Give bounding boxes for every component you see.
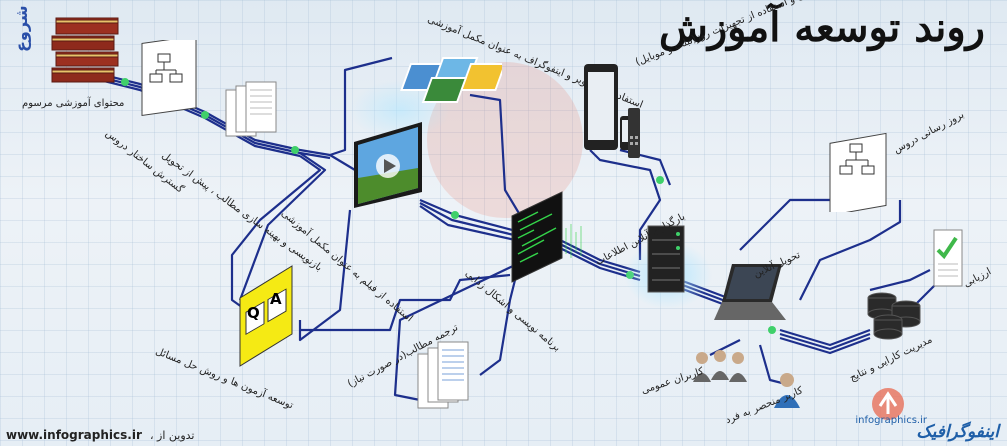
qa-letter-a: A — [270, 290, 282, 308]
single-user-icon — [772, 370, 802, 414]
photos-icon — [392, 50, 507, 114]
translation-documents-icon — [414, 340, 474, 422]
qa-card-icon — [236, 262, 296, 376]
server-icon — [638, 222, 694, 302]
watermark-logo — [427, 62, 583, 218]
start-label: شروع — [12, 5, 31, 52]
books-icon — [46, 12, 128, 96]
film-player-icon — [350, 118, 426, 216]
laptop-icon — [712, 262, 788, 332]
qa-letter-q: Q — [247, 304, 260, 322]
footer-compiled-by: تدوین از ، — [150, 429, 195, 442]
brand-name: اینفوگرافیک — [916, 422, 999, 442]
tablet-mobile-icon — [580, 62, 650, 166]
brand-url: infographics.ir — [855, 415, 927, 426]
flowchart-icon — [138, 35, 200, 124]
infographics-logo-icon — [868, 384, 908, 428]
evaluation-checklist-icon — [930, 224, 966, 294]
page-title: روند توسعه آموزش — [658, 4, 985, 51]
code-screen-icon — [508, 188, 588, 292]
documents-icon — [222, 80, 282, 156]
update-flowchart-icon — [826, 128, 890, 216]
footer-site-link[interactable]: www.infographics.ir — [6, 428, 142, 442]
users-group-icon — [690, 348, 750, 388]
step-label-content: محتوای آموزشی مرسوم — [22, 98, 125, 109]
database-icon — [862, 286, 924, 346]
